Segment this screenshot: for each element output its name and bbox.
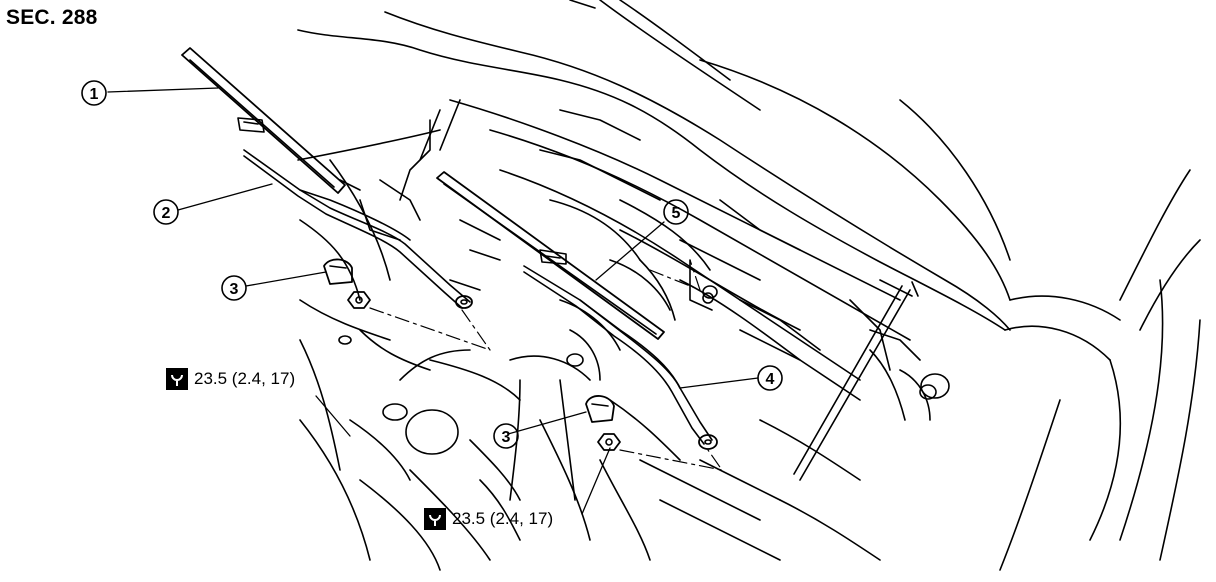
wiper-arm-lh — [243, 149, 473, 309]
svg-text:4: 4 — [766, 371, 775, 388]
callout-1: 1 — [81, 80, 107, 106]
callout-5: 5 — [663, 199, 689, 225]
wiper-arm-cap-rh — [585, 395, 615, 423]
wiper-pivot — [689, 259, 714, 311]
callout-3: 3 — [221, 275, 247, 301]
assembly-lines — [369, 259, 723, 471]
wiper-arm-nut-rh — [597, 433, 621, 451]
wiper-arm-nut-lh — [347, 291, 371, 309]
callout-4: 4 — [757, 365, 783, 391]
wiper-blade-rh — [436, 171, 665, 340]
svg-text:1: 1 — [90, 86, 99, 103]
wiper-blade-lh — [181, 47, 346, 194]
engine-bay-structure — [297, 99, 950, 571]
svg-text:3: 3 — [502, 429, 511, 446]
wiper-arm-cap-lh — [323, 258, 353, 285]
callout-3: 3 — [493, 423, 519, 449]
torque-spec-lh: 23.5 (2.4, 17) — [166, 368, 295, 390]
hood-support-rod — [793, 279, 919, 481]
torque-wrench-icon — [166, 368, 188, 390]
section-title: SEC. 288 — [6, 6, 98, 29]
callout-2: 2 — [153, 199, 179, 225]
hood-outline — [297, 0, 1011, 331]
torque-wrench-icon — [424, 508, 446, 530]
wiper-arm-rh — [523, 265, 718, 450]
callout-leaders — [107, 87, 759, 515]
torque-value: 23.5 (2.4, 17) — [452, 509, 554, 528]
cowl-top-panel — [449, 99, 931, 421]
svg-text:5: 5 — [672, 205, 681, 222]
fender-outline — [999, 169, 1201, 571]
torque-value: 23.5 (2.4, 17) — [194, 369, 296, 388]
svg-text:2: 2 — [162, 205, 171, 222]
svg-text:3: 3 — [230, 281, 239, 298]
torque-spec-rh: 23.5 (2.4, 17) — [424, 508, 553, 530]
